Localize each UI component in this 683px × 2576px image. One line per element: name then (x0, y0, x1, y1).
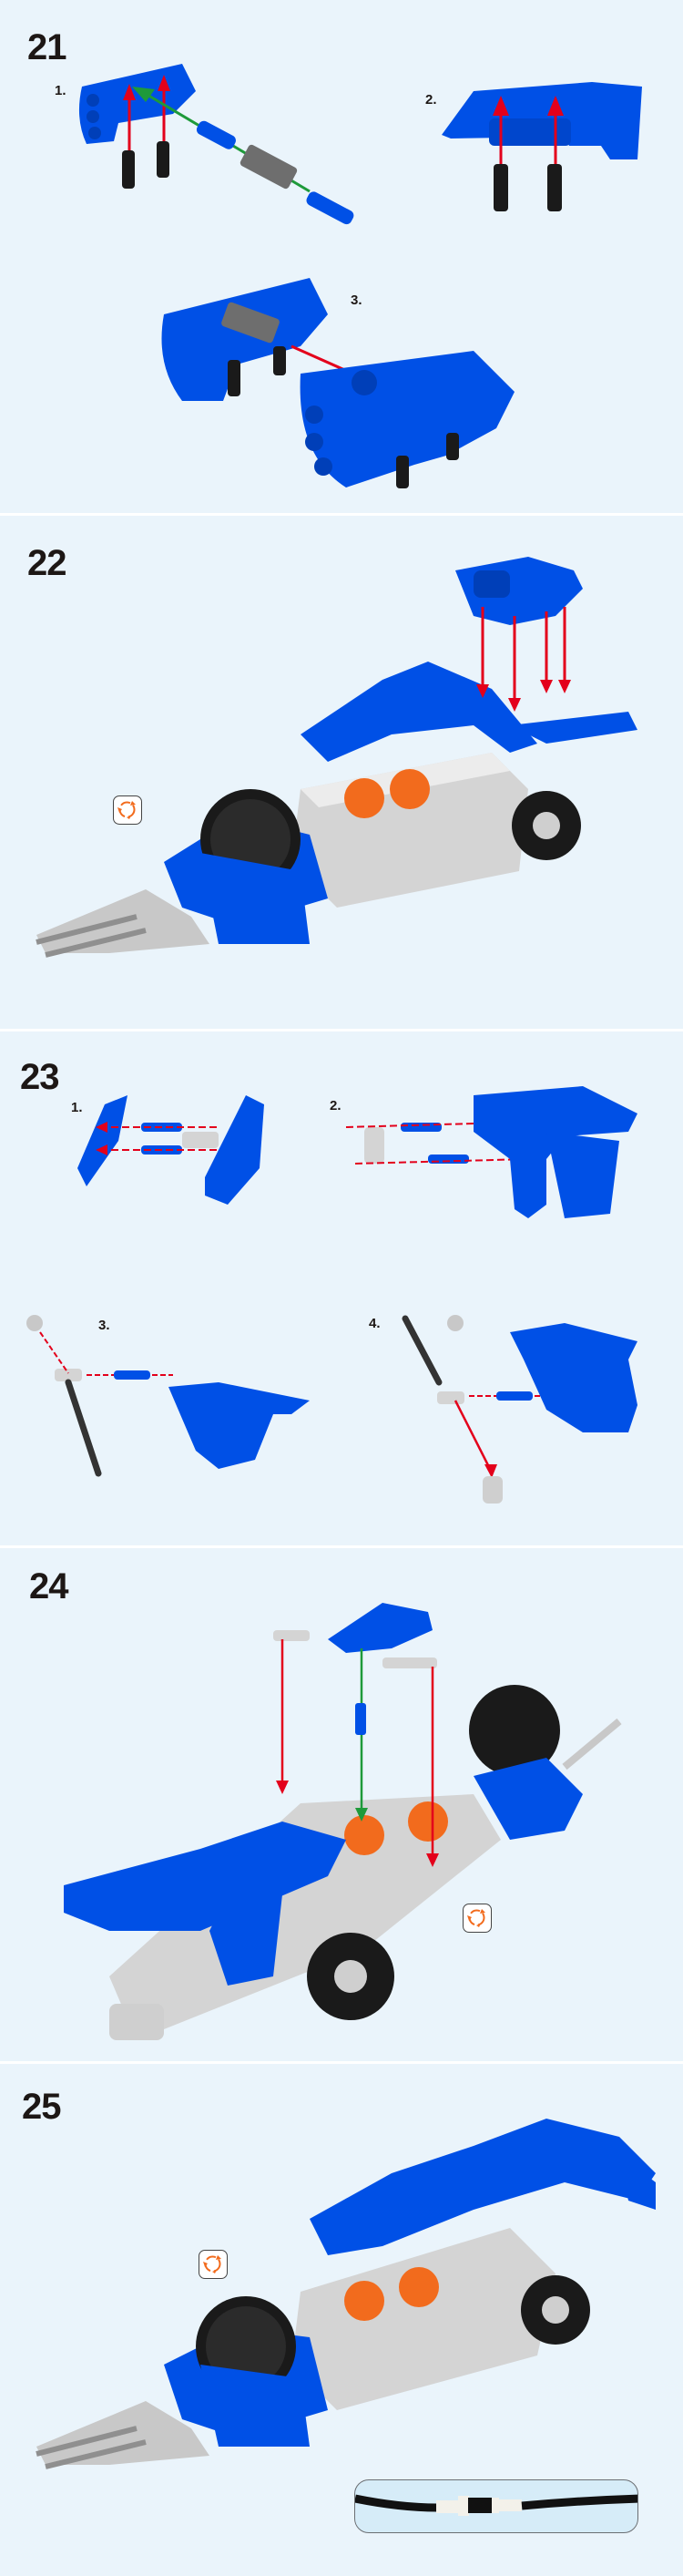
rotate-model-icon (463, 1904, 492, 1933)
substep-label: 2. (425, 92, 437, 108)
panel-part (442, 82, 642, 159)
beam-part (78, 64, 196, 144)
step-23-illustration (26, 1086, 637, 1504)
step-23-panel: 23 1. 2. 3. 4. (0, 1031, 683, 1545)
gear (469, 1685, 560, 1776)
step-24-illustration (64, 1603, 622, 2040)
substep-label: 1. (71, 1100, 83, 1115)
rotate-model-icon (199, 2250, 228, 2279)
substep-label: 4. (369, 1316, 381, 1331)
substep-label: 1. (55, 83, 66, 98)
step-25-panel: 25 (0, 2064, 683, 2576)
cable-connector-icon (355, 2494, 637, 2516)
blue-axle-pin (306, 191, 354, 225)
step-number: 22 (27, 543, 66, 583)
rotate-model-icon (113, 795, 142, 825)
step-number: 25 (22, 2087, 61, 2127)
step-21-panel: 21 1. 2. 3. (0, 0, 683, 513)
car-chassis (36, 662, 637, 958)
gray-connector (240, 144, 298, 190)
substep-label: 2. (330, 1098, 342, 1114)
large-blue-panel (300, 351, 515, 488)
finished-car (36, 2119, 656, 2469)
blue-axle-pin (196, 120, 236, 149)
cable-connector-callout (354, 2479, 638, 2533)
step-21-illustration (78, 64, 642, 488)
step-number: 21 (27, 27, 66, 67)
top-assembly (273, 1603, 437, 1668)
black-pin (494, 164, 508, 211)
black-pin (122, 150, 135, 189)
step-24-panel: 24 (0, 1548, 683, 2061)
car-chassis (64, 1685, 622, 2040)
substep-label: 3. (98, 1318, 110, 1333)
step-22-panel: 22 (0, 516, 683, 1029)
step-22-illustration (36, 557, 637, 958)
step-number: 23 (20, 1057, 59, 1097)
step-25-illustration (36, 2119, 656, 2469)
step-number: 24 (29, 1566, 68, 1606)
top-part (455, 557, 583, 625)
black-pin (157, 141, 169, 178)
black-pin (547, 164, 562, 211)
substep-label: 3. (351, 292, 362, 308)
red-arrows (476, 607, 571, 712)
assembled-part (161, 278, 328, 401)
